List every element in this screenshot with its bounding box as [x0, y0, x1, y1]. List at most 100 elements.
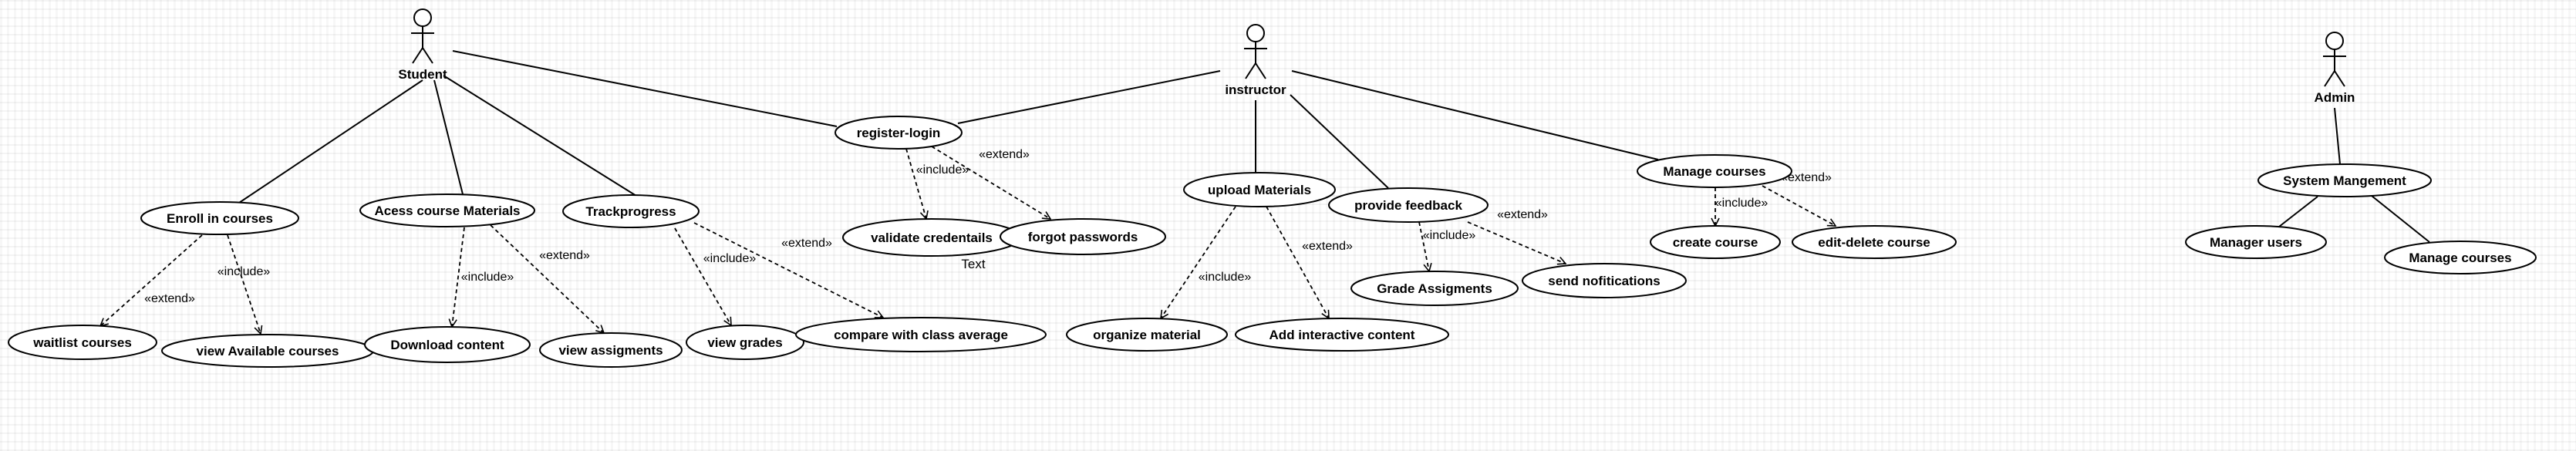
- actor-instructor[interactable]: instructor: [1225, 24, 1286, 97]
- association-instructor-manage: [1291, 70, 1659, 160]
- association-instructor-feedback: [1290, 94, 1389, 189]
- use-case-ellipse[interactable]: [1650, 225, 1781, 259]
- dependency-access-download: [452, 227, 465, 327]
- association-student-enroll: [238, 79, 423, 204]
- use-case-label: send nofitications: [1548, 274, 1660, 288]
- association-sysmgmt-managecourses2: [2371, 195, 2430, 243]
- use-case-manageusers[interactable]: Manager users: [2185, 225, 2327, 259]
- use-case-ellipse[interactable]: [795, 317, 1047, 352]
- use-case-ellipse[interactable]: [1637, 154, 1792, 188]
- dependency-access-viewassign: [490, 224, 604, 333]
- use-case-label: organize material: [1093, 328, 1201, 342]
- use-case-ellipse[interactable]: [140, 201, 299, 235]
- stereotype-label: «include»: [1423, 229, 1476, 242]
- stick-figure-icon: [1244, 24, 1267, 79]
- use-case-ellipse[interactable]: [1235, 318, 1449, 352]
- actor-student[interactable]: Student: [398, 8, 447, 82]
- use-case-label: create course: [1673, 235, 1758, 250]
- association-admin-sysmgmt: [2334, 107, 2341, 165]
- use-case-ellipse[interactable]: [1000, 218, 1166, 255]
- stereotype-label: «include»: [916, 163, 969, 177]
- free-text-layer: Text: [961, 257, 985, 271]
- use-case-label: provide feedback: [1354, 198, 1462, 213]
- use-case-forgot[interactable]: forgot passwords: [1000, 218, 1166, 255]
- use-case-enroll[interactable]: Enroll in courses: [140, 201, 299, 235]
- use-case-managecourses2[interactable]: Manage courses: [2384, 241, 2537, 274]
- use-case-compare[interactable]: compare with class average: [795, 317, 1047, 352]
- dependency-manage-editdelete: [1762, 185, 1836, 226]
- use-case-editdelete[interactable]: edit-delete course: [1792, 225, 1957, 259]
- use-case-label: compare with class average: [834, 328, 1008, 342]
- use-case-ellipse[interactable]: [1792, 225, 1957, 259]
- use-case-sysmgmt[interactable]: System Mangement: [2257, 163, 2432, 197]
- association-instructor-register: [957, 70, 1221, 124]
- use-case-gradeassign[interactable]: Grade Assigments: [1350, 271, 1519, 306]
- stereotype-label: «extend»: [144, 292, 195, 305]
- stereotype-label: «extend»: [979, 148, 1030, 161]
- use-case-label: view assigments: [558, 343, 663, 358]
- dependency-enroll-waitlist: [100, 234, 203, 326]
- use-case-ellipse[interactable]: [562, 194, 700, 228]
- use-case-ellipse[interactable]: [1328, 187, 1489, 223]
- use-case-ellipse[interactable]: [539, 332, 683, 368]
- use-case-register[interactable]: register-login: [835, 116, 963, 150]
- stick-figure-icon: [2323, 32, 2346, 87]
- use-case-download[interactable]: Download content: [364, 326, 531, 363]
- use-case-waitlist[interactable]: waitlist courses: [8, 325, 157, 360]
- use-case-label: Manager users: [2210, 235, 2302, 250]
- dependency-upload-addinteractive: [1266, 206, 1329, 318]
- stereotype-label: «include»: [461, 271, 514, 284]
- use-case-viewassign[interactable]: view assigments: [539, 332, 683, 368]
- use-case-upload[interactable]: upload Materials: [1183, 172, 1336, 207]
- use-case-organize[interactable]: organize material: [1066, 318, 1228, 352]
- use-case-label: Download content: [390, 338, 504, 352]
- use-case-label: Acess course Materials: [375, 204, 521, 218]
- use-case-ellipse[interactable]: [359, 194, 535, 227]
- use-case-validate[interactable]: validate credentails: [842, 218, 1021, 257]
- dependency-feedback-sendnotif: [1467, 221, 1566, 264]
- use-case-manage[interactable]: Manage courses: [1637, 154, 1792, 188]
- dependency-feedback-gradeassign: [1418, 221, 1429, 271]
- use-case-access[interactable]: Acess course Materials: [359, 194, 535, 227]
- use-case-ellipse[interactable]: [364, 326, 531, 363]
- use-case-label: view grades: [707, 335, 782, 350]
- stereotype-label: «include»: [1715, 197, 1768, 210]
- actor-admin[interactable]: Admin: [2315, 32, 2355, 105]
- use-case-sendnotif[interactable]: send nofitications: [1522, 263, 1687, 298]
- use-case-label: edit-delete course: [1818, 235, 1930, 250]
- use-case-ellipse[interactable]: [8, 325, 157, 360]
- use-case-ellipse[interactable]: [2257, 163, 2432, 197]
- association-layer: [238, 50, 2430, 243]
- dependency-trackprogress-viewgrades: [674, 227, 731, 325]
- use-case-ellipse[interactable]: [686, 325, 804, 360]
- use-case-label: forgot passwords: [1028, 230, 1138, 244]
- use-case-ellipse[interactable]: [1350, 271, 1519, 306]
- use-case-ellipse[interactable]: [1522, 263, 1687, 298]
- use-case-label: Manage courses: [2409, 251, 2511, 265]
- use-case-ellipse[interactable]: [2185, 225, 2327, 259]
- use-case-ellipse[interactable]: [835, 116, 963, 150]
- dependency-register-validate: [905, 148, 926, 219]
- use-case-label: validate credentails: [871, 231, 993, 245]
- dependency-register-forgot: [931, 146, 1050, 219]
- use-case-create[interactable]: create course: [1650, 225, 1781, 259]
- actor-label: Admin: [2315, 90, 2355, 105]
- stereotype-label: «extend»: [1781, 171, 1832, 184]
- use-case-ellipse[interactable]: [1066, 318, 1228, 352]
- stereotype-label: «extend»: [1497, 208, 1548, 221]
- dependency-upload-organize: [1161, 206, 1236, 318]
- use-case-feedback[interactable]: provide feedback: [1328, 187, 1489, 223]
- stereotype-label: «extend»: [539, 249, 590, 262]
- use-case-viewavail[interactable]: view Available courses: [161, 334, 374, 368]
- stereotype-label: «extend»: [1302, 240, 1353, 253]
- stick-figure-icon: [411, 8, 434, 64]
- use-case-label: upload Materials: [1208, 183, 1311, 197]
- use-case-trackprogress[interactable]: Trackprogress: [562, 194, 700, 228]
- use-case-addinteractive[interactable]: Add interactive content: [1235, 318, 1449, 352]
- use-case-viewgrades[interactable]: view grades: [686, 325, 804, 360]
- use-case-label: Trackprogress: [585, 204, 676, 219]
- use-case-ellipse[interactable]: [1183, 172, 1336, 207]
- use-case-ellipse[interactable]: [2384, 241, 2537, 274]
